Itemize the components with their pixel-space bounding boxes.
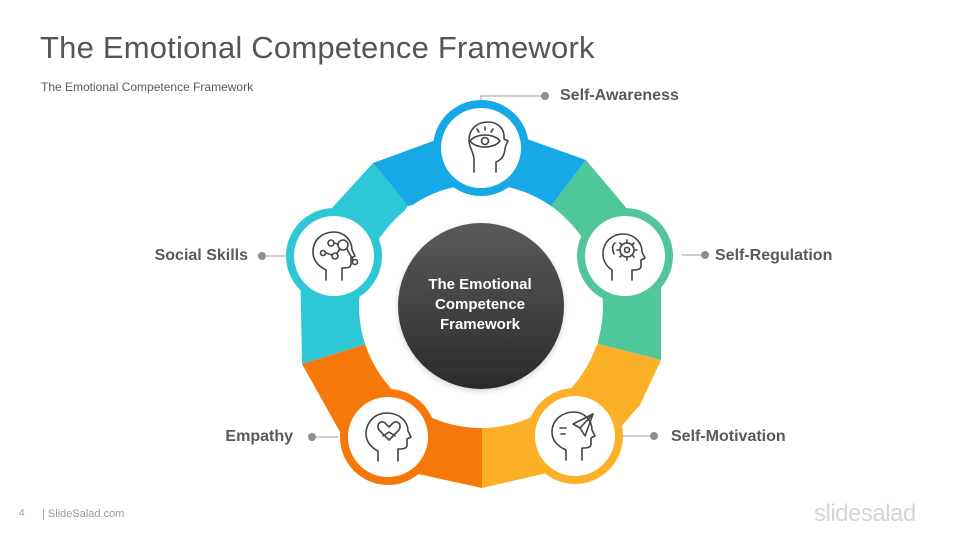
badge-self-motivation <box>527 388 623 484</box>
center-title: The Emotional Competence Framework <box>400 275 560 335</box>
slide-subtitle: The Emotional Competence Framework <box>41 80 254 94</box>
page-number: 4 <box>19 508 25 519</box>
badge-empathy <box>340 389 436 485</box>
center-line-3: Framework <box>439 316 521 333</box>
head-paper-plane-icon <box>551 411 596 461</box>
slide-title: The Emotional Competence Framework <box>40 30 595 65</box>
label-social-skills: Social Skills <box>154 247 248 264</box>
head-network-icon <box>312 231 359 281</box>
center-line-2: Competence <box>434 296 526 313</box>
badge-social-skills <box>286 208 382 304</box>
footer-site: | SlideSalad.com <box>42 508 125 520</box>
head-heart-hands-icon <box>365 412 412 462</box>
badge-self-awareness <box>433 100 529 196</box>
center-circle <box>398 223 564 389</box>
dot-social-skills <box>258 252 266 260</box>
slidesalad-logo: slidesalad <box>814 500 916 527</box>
dot-self-regulation <box>701 251 709 259</box>
head-eye-icon <box>468 121 509 173</box>
head-gear-icon <box>602 233 646 281</box>
center-line-1: The Emotional <box>428 276 532 293</box>
connector-dots <box>258 92 709 441</box>
dot-self-awareness <box>541 92 549 100</box>
label-self-awareness: Self-Awareness <box>560 87 679 104</box>
label-empathy: Empathy <box>225 428 293 445</box>
dot-self-motivation <box>650 432 658 440</box>
dot-empathy <box>308 433 316 441</box>
badge-self-regulation <box>577 208 673 304</box>
label-self-regulation: Self-Regulation <box>715 247 833 264</box>
label-self-motivation: Self-Motivation <box>671 428 786 445</box>
